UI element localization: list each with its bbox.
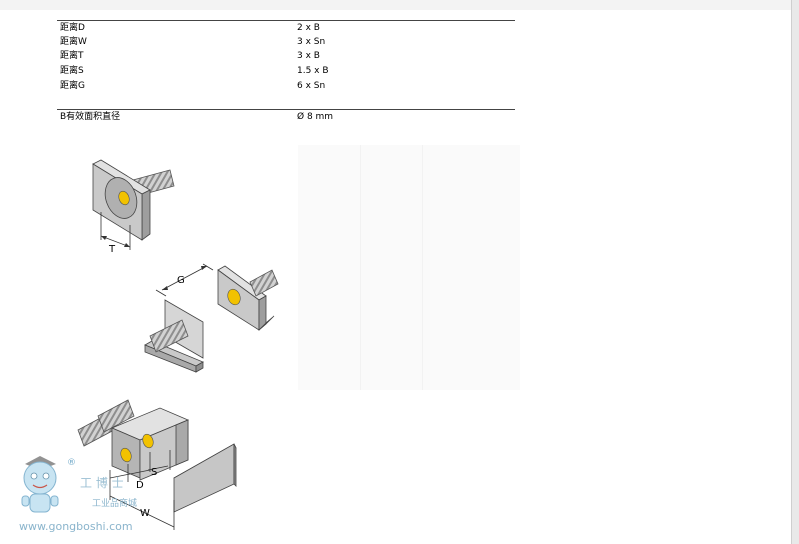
spec-label: 距离W (60, 37, 87, 47)
figure-distance-s-d-w: S D W (77, 399, 237, 530)
sensor-face-icon-1 (120, 447, 132, 463)
table-top-rule (57, 20, 515, 21)
spec-value: 3 x Sn (297, 37, 326, 47)
sensor-face-icon (118, 190, 130, 206)
dimension-label-t: T (108, 244, 116, 255)
spec-label: 距离T (60, 51, 84, 61)
viewer-scrollbar[interactable] (791, 0, 799, 544)
spec-row: 距离G 6 x Sn (60, 79, 515, 93)
spec-row: 距离S 1.5 x B (60, 64, 515, 78)
dimension-label-d: D (136, 480, 144, 491)
watermark-brand: 工 博 士 (80, 475, 124, 490)
watermark-registered: ® (67, 458, 76, 468)
figure-distance-t: T (92, 159, 175, 255)
faint-placeholder-panel (298, 145, 520, 390)
spec-value: 6 x Sn (297, 81, 326, 91)
spec-label: 距离D (60, 23, 85, 33)
spec-value: 2 x B (297, 23, 320, 33)
sensor-face-icon-2 (142, 433, 154, 449)
diameter-rule (57, 109, 515, 110)
diameter-label: B有效面积直径 (60, 112, 121, 122)
spec-value: 3 x B (297, 51, 320, 61)
spec-label: 距离S (60, 66, 84, 76)
viewer-top-bar (0, 0, 799, 10)
watermark-url: www.gongboshi.com (19, 520, 133, 533)
figure-distance-g: G (144, 263, 279, 373)
spec-value: 1.5 x B (297, 66, 329, 76)
spec-label: 距离G (60, 81, 85, 91)
diameter-value: Ø 8 mm (297, 112, 334, 122)
dimension-label-s: S (151, 467, 157, 478)
spec-row: 距离D 2 x B (60, 21, 515, 35)
left-sensor-thread (149, 319, 189, 353)
right-sensor-face-icon (227, 288, 241, 306)
spec-row: 距离W 3 x Sn (60, 35, 515, 49)
watermark-subtitle: 工业品商城 (92, 497, 137, 509)
dimension-label-w: W (140, 508, 150, 519)
sensor-thread-2 (97, 399, 135, 433)
spec-row: 距离T 3 x B (60, 49, 515, 63)
diameter-row: B有效面积直径 Ø 8 mm (60, 110, 515, 124)
right-sensor-thread (249, 269, 279, 297)
watermark-logo (21, 456, 59, 513)
dimension-label-g: G (177, 275, 185, 286)
plate-side (141, 189, 151, 241)
